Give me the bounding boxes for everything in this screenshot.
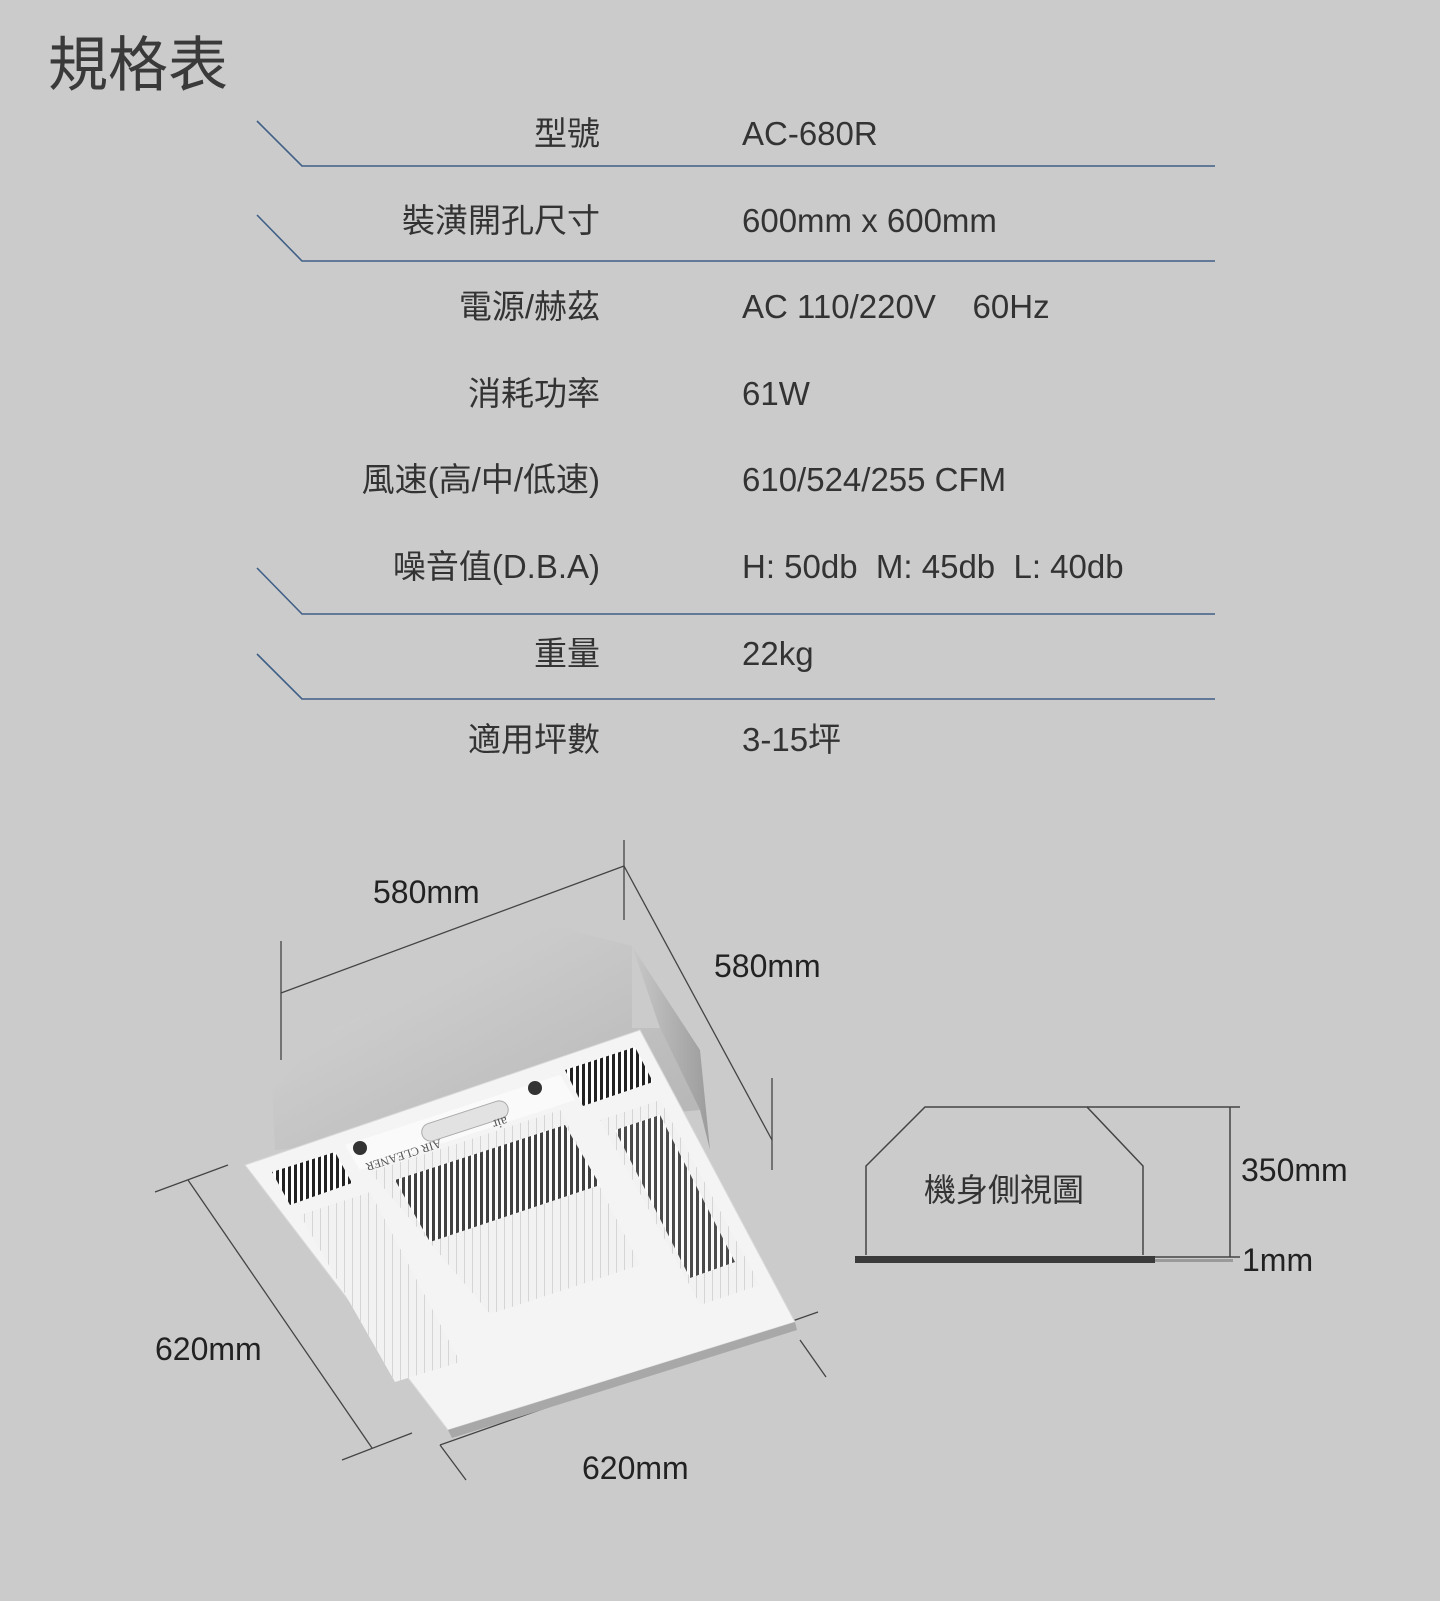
dim-side-height: 350mm bbox=[1241, 1152, 1348, 1188]
spec-value: 3-15坪 bbox=[742, 721, 842, 758]
spec-value: 61W bbox=[742, 375, 810, 412]
vent-slots bbox=[272, 1152, 352, 1205]
side-view-base bbox=[855, 1256, 1155, 1263]
dim-top-width: 580mm bbox=[373, 874, 480, 910]
spec-label: 型號 bbox=[534, 115, 600, 152]
sensor-left-icon bbox=[353, 1141, 367, 1155]
spec-value: 22kg bbox=[742, 635, 814, 672]
control-panel bbox=[421, 1100, 509, 1142]
spec-label: 風速(高/中/低速) bbox=[361, 461, 600, 498]
spec-row-noise: 噪音值(D.B.A) H: 50db M: 45db L: 40db bbox=[0, 547, 1440, 587]
dim-side-thickness: 1mm bbox=[1242, 1242, 1314, 1278]
spec-row-weight: 重量 22kg bbox=[0, 634, 1440, 674]
spec-value: H: 50db M: 45db L: 40db bbox=[742, 548, 1124, 585]
spec-value: AC 110/220V 60Hz bbox=[742, 288, 1050, 325]
spec-row-airflow: 風速(高/中/低速) 610/524/255 CFM bbox=[0, 460, 1440, 500]
side-view-label: 機身側視圖 bbox=[924, 1172, 1085, 1208]
spec-table-rules bbox=[256, 120, 1215, 700]
spec-value: 610/524/255 CFM bbox=[742, 461, 1007, 498]
dim-panel-depth: 620mm bbox=[155, 1331, 262, 1367]
spec-label: 重量 bbox=[534, 635, 600, 672]
spec-row-power-source: 電源/赫茲 AC 110/220V 60Hz bbox=[0, 287, 1440, 327]
sensor-right-icon bbox=[528, 1081, 542, 1095]
side-view-outline bbox=[865, 1106, 1240, 1258]
spec-row-opening-size: 裝潢開孔尺寸 600mm x 600mm bbox=[0, 201, 1440, 241]
spec-label: 裝潢開孔尺寸 bbox=[402, 202, 600, 239]
logo-text: air bbox=[490, 1112, 509, 1131]
right-slots bbox=[615, 1115, 735, 1278]
dim-top-depth: 580mm bbox=[714, 948, 821, 984]
spec-row-coverage: 適用坪數 3-15坪 bbox=[0, 720, 1440, 760]
dim-panel-width: 620mm bbox=[582, 1450, 689, 1486]
spec-label: 電源/赫茲 bbox=[458, 288, 600, 325]
spec-row-power-consumption: 消耗功率 61W bbox=[0, 374, 1440, 414]
housing-side bbox=[632, 946, 710, 1150]
center-slots bbox=[395, 1125, 600, 1242]
side-view-thickness bbox=[1155, 1259, 1233, 1262]
spec-value: AC-680R bbox=[742, 115, 878, 152]
spec-label: 噪音值(D.B.A) bbox=[392, 548, 600, 585]
spec-value: 600mm x 600mm bbox=[742, 202, 997, 239]
spec-row-model: 型號 AC-680R bbox=[0, 114, 1440, 154]
spec-label: 消耗功率 bbox=[468, 375, 600, 412]
side-grille-left bbox=[300, 1192, 460, 1382]
vent-slots bbox=[565, 1047, 653, 1106]
spec-label: 適用坪數 bbox=[468, 721, 600, 758]
page-title: 規格表 bbox=[48, 32, 228, 99]
